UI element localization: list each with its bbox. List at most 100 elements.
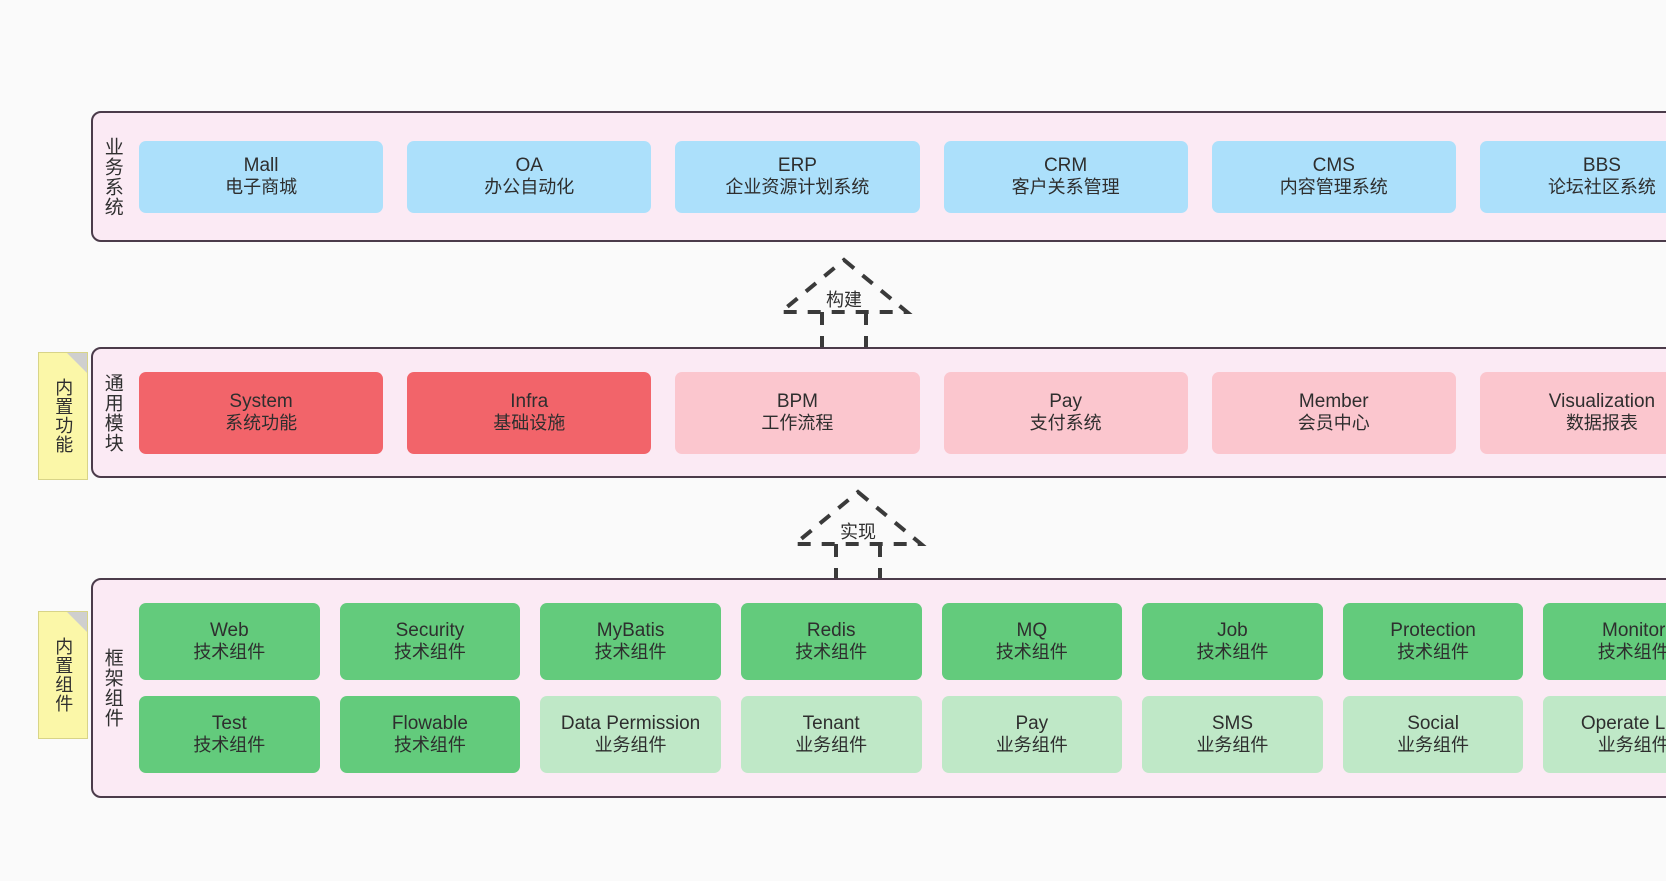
note-fold-corner-icon: [67, 353, 87, 373]
card-cms-en: CMS: [1312, 154, 1355, 176]
note-builtin-components: 内置组件: [38, 611, 88, 739]
card-bbs[interactable]: BBS 论坛社区系统: [1479, 140, 1666, 213]
card-data-permission[interactable]: Data Permission 业务组件: [540, 696, 721, 773]
layer-framework-components: 框架组件 Web 技术组件 Security 技术组件 MyBatis 技术组件…: [91, 578, 1666, 798]
card-oa[interactable]: OA 办公自动化: [407, 140, 652, 213]
card-oa-cn: 办公自动化: [484, 177, 575, 198]
card-crm-en: CRM: [1043, 154, 1088, 176]
layer-body-business-systems: Mall 电子商城 OA 办公自动化 ERP 企业资源计划系统 CRM 客户关系…: [131, 113, 1666, 240]
card-mall-cn: 电子商城: [225, 177, 298, 198]
framework-biz-row: Test 技术组件 Flowable 技术组件 Data Permission …: [139, 696, 1666, 773]
connector-build-label: 构建: [826, 290, 862, 310]
connector-implement: 实现: [758, 486, 958, 582]
card-security[interactable]: Security 技术组件: [339, 603, 521, 680]
card-system-cn: 系统功能: [225, 413, 298, 434]
card-job-cn: 技术组件: [1196, 642, 1269, 663]
card-erp[interactable]: ERP 企业资源计划系统: [675, 140, 920, 213]
card-test-cn: 技术组件: [193, 735, 266, 756]
card-cms-cn: 内容管理系统: [1279, 177, 1388, 198]
card-tenant-cn: 业务组件: [795, 735, 868, 756]
card-sms-en: SMS: [1211, 712, 1254, 734]
card-mq[interactable]: MQ 技术组件: [941, 603, 1123, 680]
note-builtin-functions: 内置功能: [38, 352, 88, 480]
note-builtin-components-label: 内置组件: [53, 637, 74, 713]
card-member-cn: 会员中心: [1297, 413, 1370, 434]
card-flowable-cn: 技术组件: [393, 735, 466, 756]
card-mall-en: Mall: [243, 154, 279, 176]
card-pay-module[interactable]: Pay 支付系统: [943, 371, 1188, 454]
card-bpm-en: BPM: [776, 390, 819, 412]
card-mybatis-cn: 技术组件: [594, 642, 667, 663]
card-social[interactable]: Social 业务组件: [1342, 696, 1524, 773]
card-pay-component-cn: 业务组件: [995, 735, 1068, 756]
card-oa-en: OA: [515, 154, 543, 176]
card-sms-cn: 业务组件: [1196, 735, 1269, 756]
card-crm[interactable]: CRM 客户关系管理: [943, 140, 1188, 213]
card-mq-cn: 技术组件: [995, 642, 1068, 663]
card-test[interactable]: Test 技术组件: [139, 696, 320, 773]
card-tenant-en: Tenant: [802, 712, 860, 734]
framework-tech-row: Web 技术组件 Security 技术组件 MyBatis 技术组件 Redi…: [139, 603, 1666, 680]
layer-title-framework-components: 框架组件: [101, 648, 123, 728]
card-monitor[interactable]: Monitor 技术组件: [1543, 603, 1666, 680]
connector-implement-arrow-icon: [789, 489, 927, 582]
card-web[interactable]: Web 技术组件: [139, 603, 320, 680]
card-monitor-en: Monitor: [1602, 619, 1666, 641]
card-bpm-cn: 工作流程: [761, 413, 834, 434]
card-pay-module-cn: 支付系统: [1029, 413, 1102, 434]
card-pay-component[interactable]: Pay 业务组件: [941, 696, 1123, 773]
layer-title-common-modules: 通用模块: [101, 372, 123, 453]
card-bbs-cn: 论坛社区系统: [1547, 177, 1656, 198]
card-operate-log-en: Operate Log: [1580, 712, 1666, 734]
card-infra-cn: 基础设施: [493, 413, 566, 434]
card-mall[interactable]: Mall 电子商城: [139, 140, 384, 213]
card-crm-cn: 客户关系管理: [1011, 177, 1120, 198]
card-flowable[interactable]: Flowable 技术组件: [339, 696, 521, 773]
card-cms[interactable]: CMS 内容管理系统: [1211, 140, 1456, 213]
card-system[interactable]: System 系统功能: [139, 371, 384, 454]
card-data-permission-en: Data Permission: [560, 712, 701, 734]
card-sms[interactable]: SMS 业务组件: [1142, 696, 1323, 773]
note-builtin-functions-label: 内置功能: [53, 378, 74, 454]
card-redis-en: Redis: [806, 619, 856, 641]
card-redis-cn: 技术组件: [795, 642, 868, 663]
business-systems-row: Mall 电子商城 OA 办公自动化 ERP 企业资源计划系统 CRM 客户关系…: [139, 140, 1666, 213]
card-test-en: Test: [211, 712, 247, 734]
card-job-en: Job: [1217, 619, 1248, 641]
card-operate-log[interactable]: Operate Log 业务组件: [1543, 696, 1666, 773]
layer-body-common-modules: System 系统功能 Infra 基础设施 BPM 工作流程 Pay 支付系统…: [131, 349, 1666, 476]
card-bpm[interactable]: BPM 工作流程: [675, 371, 920, 454]
card-visualization-en: Visualization: [1548, 390, 1656, 412]
card-flowable-en: Flowable: [391, 712, 468, 734]
layer-common-modules: 通用模块 System 系统功能 Infra 基础设施 BPM 工作流程 Pay: [91, 347, 1666, 478]
card-tenant[interactable]: Tenant 业务组件: [740, 696, 922, 773]
card-social-en: Social: [1407, 712, 1459, 734]
card-web-en: Web: [209, 619, 249, 641]
card-visualization-cn: 数据报表: [1565, 413, 1638, 434]
card-social-cn: 业务组件: [1397, 735, 1470, 756]
card-web-cn: 技术组件: [193, 642, 266, 663]
card-infra[interactable]: Infra 基础设施: [407, 371, 652, 454]
card-redis[interactable]: Redis 技术组件: [740, 603, 922, 680]
card-security-en: Security: [395, 619, 465, 641]
card-operate-log-cn: 业务组件: [1597, 735, 1666, 756]
card-bbs-en: BBS: [1582, 154, 1621, 176]
card-protection-en: Protection: [1390, 619, 1476, 641]
card-mybatis[interactable]: MyBatis 技术组件: [540, 603, 721, 680]
card-data-permission-cn: 业务组件: [594, 735, 667, 756]
card-mq-en: MQ: [1016, 619, 1048, 641]
card-job[interactable]: Job 技术组件: [1142, 603, 1323, 680]
card-mybatis-en: MyBatis: [596, 619, 665, 641]
card-pay-module-en: Pay: [1049, 390, 1082, 412]
card-erp-cn: 企业资源计划系统: [725, 177, 870, 198]
card-security-cn: 技术组件: [393, 642, 466, 663]
layer-business-systems: 业务系统 Mall 电子商城 OA 办公自动化 ERP 企业资源计划系统 CRM: [91, 111, 1666, 242]
layer-title-business-systems: 业务系统: [101, 136, 123, 217]
connector-implement-label: 实现: [840, 522, 876, 542]
card-protection[interactable]: Protection 技术组件: [1342, 603, 1524, 680]
card-pay-component-en: Pay: [1015, 712, 1049, 734]
card-visualization[interactable]: Visualization 数据报表: [1479, 371, 1666, 454]
layer-body-framework-components: Web 技术组件 Security 技术组件 MyBatis 技术组件 Redi…: [131, 580, 1666, 796]
card-member[interactable]: Member 会员中心: [1211, 371, 1456, 454]
